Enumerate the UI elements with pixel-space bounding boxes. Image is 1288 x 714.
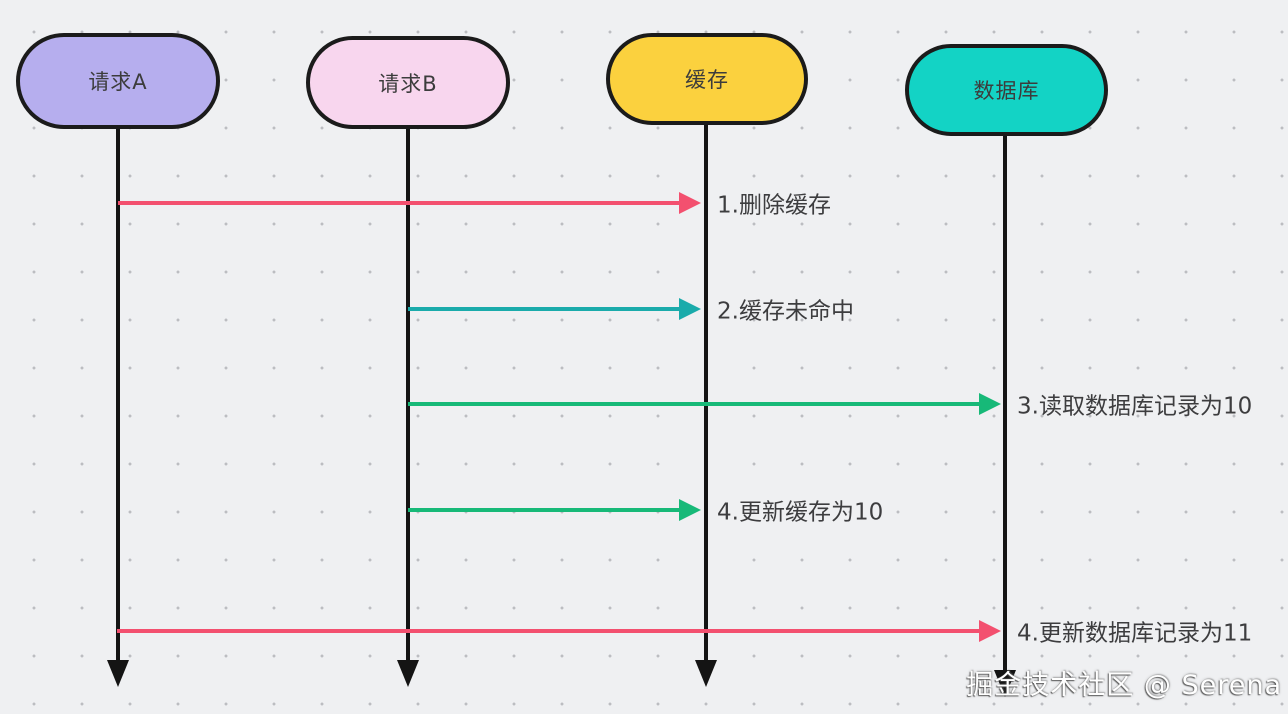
actor-pill-request-a: 请求A [16, 33, 220, 129]
lifeline-arrowhead-request-a [107, 660, 129, 687]
message-label-2: 2.缓存未命中 [717, 298, 854, 325]
lifeline-request-a [116, 126, 120, 660]
actor-label-cache: 缓存 [685, 68, 729, 92]
message-label-1: 1.删除缓存 [717, 192, 831, 219]
actor-pill-request-b: 请求B [306, 36, 510, 129]
arrow-shaft [117, 629, 986, 633]
arrow-head-icon [979, 620, 1001, 642]
actor-pill-cache: 缓存 [606, 33, 808, 125]
arrow-head-icon [679, 499, 701, 521]
arrow-head-icon [679, 192, 701, 214]
watermark-text: 掘金技术社区 @ Serena [966, 670, 1282, 701]
actor-pill-database: 数据库 [905, 44, 1108, 136]
lifeline-cache [704, 123, 708, 660]
message-label-3: 3.读取数据库记录为10 [1017, 393, 1253, 420]
lifeline-arrowhead-request-b [397, 660, 419, 687]
arrow-shaft [408, 307, 686, 311]
lifeline-arrowhead-cache [695, 660, 717, 687]
arrow-head-icon [679, 298, 701, 320]
actor-label-request-b: 请求B [378, 71, 438, 96]
arrow-head-icon [979, 393, 1001, 415]
lifeline-database [1003, 134, 1007, 670]
arrow-shaft [408, 508, 686, 512]
message-label-5: 4.更新数据库记录为11 [1017, 620, 1253, 647]
lifeline-arrowhead-database [994, 670, 1016, 697]
actor-label-request-a: 请求A [88, 70, 148, 94]
message-label-4: 4.更新缓存为10 [717, 499, 884, 526]
arrow-shaft [118, 201, 686, 205]
arrow-shaft [408, 402, 986, 406]
actor-label-database: 数据库 [973, 79, 1040, 103]
lifeline-request-b [406, 126, 410, 660]
